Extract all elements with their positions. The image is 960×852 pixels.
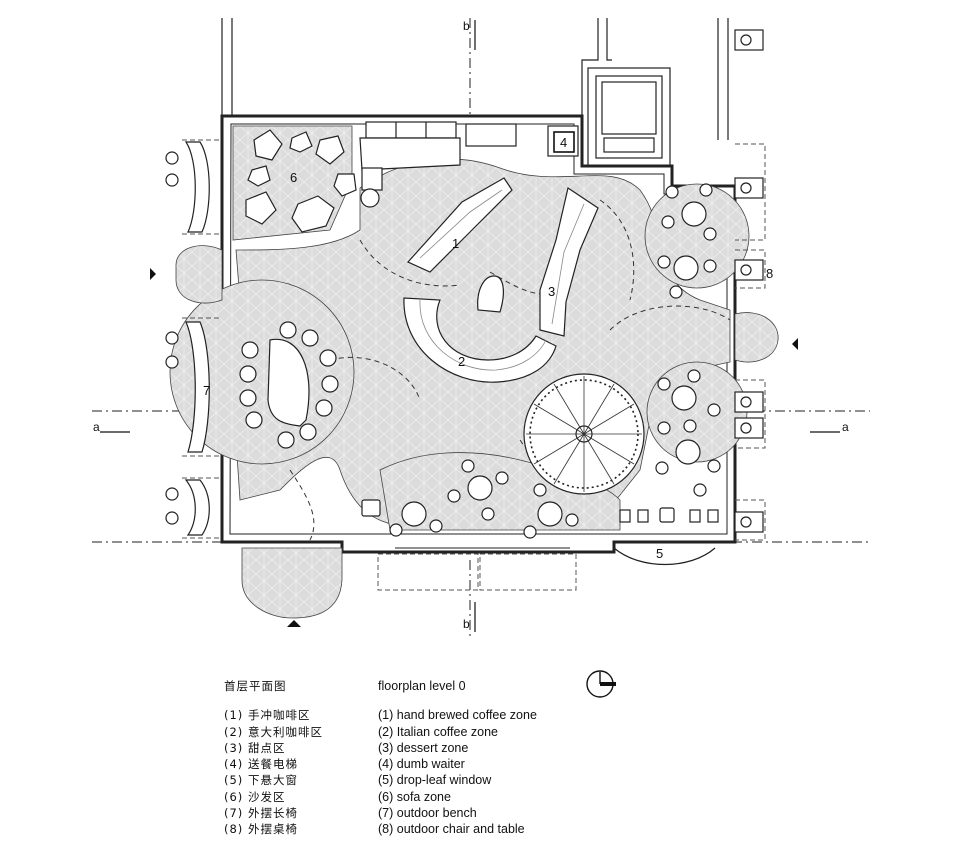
entrance-arrow-left <box>150 268 156 280</box>
left-seating <box>239 321 339 449</box>
entrance-arrow-right <box>792 338 798 350</box>
legend-item-en: (6) sofa zone <box>378 789 451 804</box>
legend-item-cn: (1) 手冲咖啡区 <box>224 708 311 723</box>
zone-label-4: 4 <box>560 135 567 150</box>
sofa-zone-furniture <box>245 129 380 233</box>
zone-label-7: 7 <box>203 383 210 398</box>
zone-3-counter <box>539 187 599 337</box>
legend-item-en: (1) hand brewed coffee zone <box>378 708 537 723</box>
legend-item-cn: (4) 送餐电梯 <box>224 757 298 772</box>
legend-item-en: (5) drop-leaf window <box>378 773 492 788</box>
section-a-right-label: a <box>842 420 849 434</box>
right-seating <box>655 183 721 497</box>
zone-label-1: 1 <box>452 236 459 251</box>
legend-item-cn: (2) 意大利咖啡区 <box>224 724 323 739</box>
service-room <box>587 67 671 167</box>
section-a-left-label: a <box>93 420 100 434</box>
zone-label-3: 3 <box>548 284 555 299</box>
north-arrow-icon <box>586 670 616 698</box>
legend-chinese: 首层平面图 (1) 手冲咖啡区 (2) 意大利咖啡区 (3) 甜点区 (4) 送… <box>224 678 323 838</box>
zone-2-counter <box>403 297 557 383</box>
section-b-top-label: b <box>463 19 470 33</box>
legend-title-en: floorplan level 0 <box>378 679 466 693</box>
zone-label-5: 5 <box>656 546 663 561</box>
zone-1-counter <box>407 177 513 273</box>
legend-title-cn: 首层平面图 <box>224 679 287 693</box>
legend-item-cn: (7) 外摆长椅 <box>224 806 298 821</box>
section-b-bottom-label: b <box>463 617 470 631</box>
legend-item-cn: (6) 沙发区 <box>224 789 286 804</box>
legend-item-cn: (3) 甜点区 <box>224 740 286 755</box>
legend-item-cn: (8) 外摆桌椅 <box>224 822 298 837</box>
outdoor-bench-left <box>165 141 210 536</box>
legend-item-cn: (5) 下悬大窗 <box>224 773 298 788</box>
zone-label-2: 2 <box>458 354 465 369</box>
legend-item-en: (2) Italian coffee zone <box>378 724 498 739</box>
window-frames-bottom <box>377 553 577 591</box>
drop-leaf-window <box>613 547 716 565</box>
legend-item-en: (7) outdoor bench <box>378 806 477 821</box>
section-markers <box>100 20 840 632</box>
zone-label-8: 8 <box>766 266 773 281</box>
legend-item-en: (3) dessert zone <box>378 740 469 755</box>
legend-item-en: (8) outdoor chair and table <box>378 822 525 837</box>
zone-label-6: 6 <box>290 170 297 185</box>
spiral-staircase <box>523 373 645 495</box>
legend-item-en: (4) dumb waiter <box>378 757 465 772</box>
central-column <box>477 275 504 313</box>
bottom-seating <box>361 459 719 539</box>
legend-english: floorplan level 0 (1) hand brewed coffee… <box>378 678 537 838</box>
entrance-arrow-bottom <box>287 620 301 627</box>
outdoor-seating-right <box>734 29 764 533</box>
